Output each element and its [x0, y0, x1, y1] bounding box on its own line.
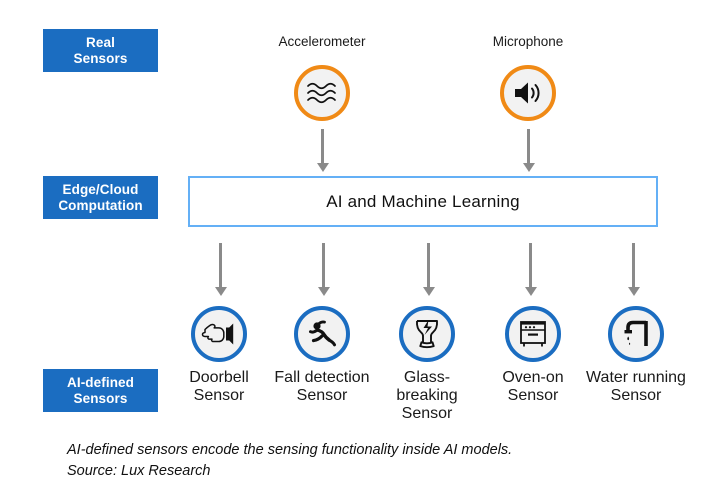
- fall-detection-label-line2: Sensor: [296, 387, 348, 404]
- glass-breaking-label-line2: Sensor: [401, 405, 453, 422]
- row-label-real-sensors: Real Sensors: [43, 29, 158, 72]
- caption-line1: AI-defined sensors encode the sensing fu…: [67, 442, 513, 458]
- water-running-label-line1: Water running: [586, 369, 686, 386]
- arrow-accelerometer-to-ai: [316, 129, 329, 172]
- arrow-ai-to-water-running: [627, 243, 640, 296]
- node-fall-detection-sensor: Fall detection Sensor: [270, 306, 374, 405]
- row-label-line1: AI-defined: [67, 374, 134, 390]
- node-water-running-sensor: Water running Sensor: [584, 306, 688, 405]
- oven-on-label-line2: Sensor: [507, 387, 559, 404]
- arrow-ai-to-oven-on: [524, 243, 537, 296]
- node-accelerometer: Accelerometer: [262, 34, 382, 121]
- row-label-ai-defined-sensors: AI-defined Sensors: [43, 369, 158, 412]
- row-label-edge-cloud-computation: Edge/Cloud Computation: [43, 176, 158, 219]
- microphone-circle: [500, 65, 556, 121]
- fall-detection-circle: [294, 306, 350, 362]
- row-label-line2: Sensors: [73, 50, 128, 66]
- microphone-label: Microphone: [492, 34, 564, 49]
- caption: AI-defined sensors encode the sensing fu…: [67, 440, 687, 482]
- glass-breaking-circle: [399, 306, 455, 362]
- caption-source: Source: Lux Research: [67, 463, 211, 479]
- ai-machine-learning-label: AI and Machine Learning: [326, 191, 520, 211]
- arrow-ai-to-fall-detection: [317, 243, 330, 296]
- node-glass-breaking-sensor: Glass-breaking Sensor: [375, 306, 479, 423]
- faucet-drip-icon: [620, 319, 652, 349]
- pointing-hand-bell-icon: [201, 321, 237, 347]
- accelerometer-label: Accelerometer: [278, 34, 366, 49]
- ai-machine-learning-box: AI and Machine Learning: [188, 176, 658, 227]
- oven-on-label-line1: Oven-on: [502, 369, 564, 386]
- accelerometer-circle: [294, 65, 350, 121]
- oven-icon: [517, 319, 549, 349]
- doorbell-label-line1: Doorbell: [189, 369, 249, 386]
- arrow-ai-to-glass-breaking: [422, 243, 435, 296]
- node-oven-on-sensor: Oven-on Sensor: [481, 306, 585, 405]
- arrow-ai-to-doorbell: [214, 243, 227, 296]
- fall-detection-label-line1: Fall detection: [274, 369, 370, 386]
- node-microphone: Microphone: [468, 34, 588, 121]
- row-label-line1: Edge/Cloud: [62, 181, 139, 197]
- water-running-label-line2: Sensor: [610, 387, 662, 404]
- row-label-line1: Real: [86, 34, 115, 50]
- arrow-microphone-to-ai: [522, 129, 535, 172]
- doorbell-circle: [191, 306, 247, 362]
- falling-person-icon: [305, 319, 339, 349]
- node-doorbell-sensor: Doorbell Sensor: [167, 306, 271, 405]
- row-label-line2: Computation: [58, 197, 143, 213]
- doorbell-label-line2: Sensor: [193, 387, 245, 404]
- glass-breaking-label-line1: Glass-breaking: [396, 369, 458, 404]
- oven-on-circle: [505, 306, 561, 362]
- speaker-icon: [512, 79, 544, 107]
- waves-icon: [305, 79, 339, 107]
- water-running-circle: [608, 306, 664, 362]
- broken-glass-icon: [412, 318, 442, 350]
- row-label-line2: Sensors: [73, 390, 128, 406]
